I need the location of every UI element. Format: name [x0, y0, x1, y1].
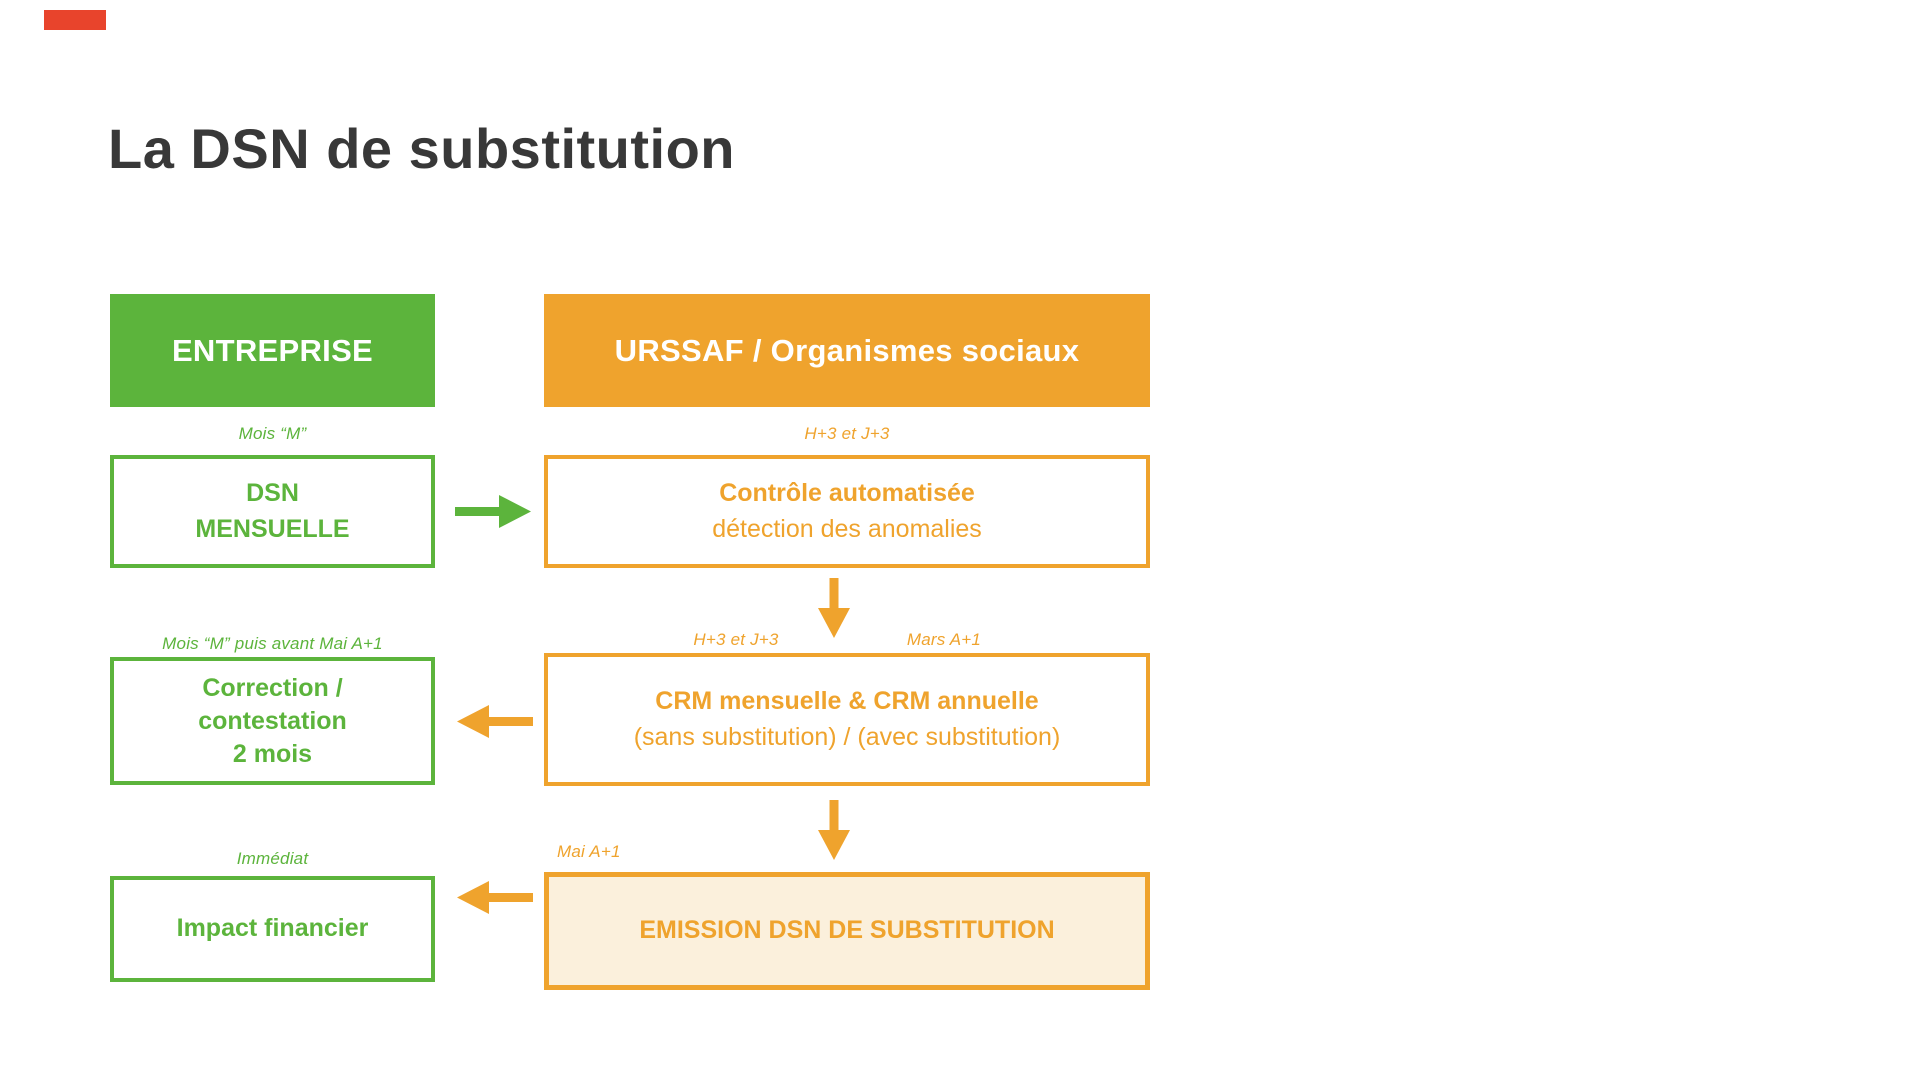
box-controle-automatisee: Contrôle automatisée détection des anoma…	[544, 455, 1150, 568]
box-correction-line2: contestation	[198, 706, 347, 735]
box-dsn-line2: MENSUELLE	[195, 514, 350, 543]
box-impact-financier: Impact financier	[110, 876, 435, 982]
timing-label-crm-left: H+3 et J+3	[693, 630, 779, 649]
box-correction-contestation: Correction / contestation 2 mois	[110, 657, 435, 785]
box-emission-dsn-substitution: EMISSION DSN DE SUBSTITUTION	[544, 872, 1150, 990]
box-dsn-mensuelle: DSN MENSUELLE	[110, 455, 435, 568]
box-correction-line3: 2 mois	[232, 739, 313, 768]
timing-label-dsn: Mois “M”	[238, 424, 307, 443]
box-crm-title: CRM mensuelle & CRM annuelle	[655, 687, 1039, 715]
header-urssaf: URSSAF / Organismes sociaux	[544, 294, 1150, 407]
box-emission-text: EMISSION DSN DE SUBSTITUTION	[639, 916, 1055, 945]
timing-label-emission: Mai A+1	[557, 842, 621, 861]
box-controle-subtitle: détection des anomalies	[712, 514, 982, 543]
box-crm: CRM mensuelle & CRM annuelle (sans subst…	[544, 653, 1150, 786]
timing-label-correction: Mois “M” puis avant Mai A+1	[162, 634, 383, 653]
box-correction-line1: Correction /	[202, 673, 343, 702]
box-impact-text: Impact financier	[176, 914, 369, 943]
box-controle-title: Contrôle automatisée	[719, 479, 975, 507]
box-dsn-line1: DSN	[246, 479, 299, 507]
arrow-down-controle-to-crm-icon	[818, 578, 850, 638]
arrow-down-crm-to-emission-icon	[818, 800, 850, 860]
timing-label-controle: H+3 et J+3	[804, 424, 890, 443]
header-entreprise-label: ENTREPRISE	[171, 332, 374, 368]
arrow-right-dsn-to-controle-icon	[455, 495, 531, 528]
arrow-left-crm-to-correction-icon	[457, 705, 533, 738]
header-entreprise: ENTREPRISE	[110, 294, 435, 407]
timing-label-crm-right: Mars A+1	[906, 630, 982, 649]
box-crm-subtitle: (sans substitution) / (avec substitution…	[633, 722, 1061, 751]
timing-label-impact: Immédiat	[236, 849, 309, 868]
red-accent-bar	[44, 10, 106, 30]
page-title: La DSN de substitution	[108, 117, 735, 180]
arrow-left-emission-to-impact-icon	[457, 881, 533, 914]
header-urssaf-label: URSSAF / Organismes sociaux	[614, 332, 1080, 368]
